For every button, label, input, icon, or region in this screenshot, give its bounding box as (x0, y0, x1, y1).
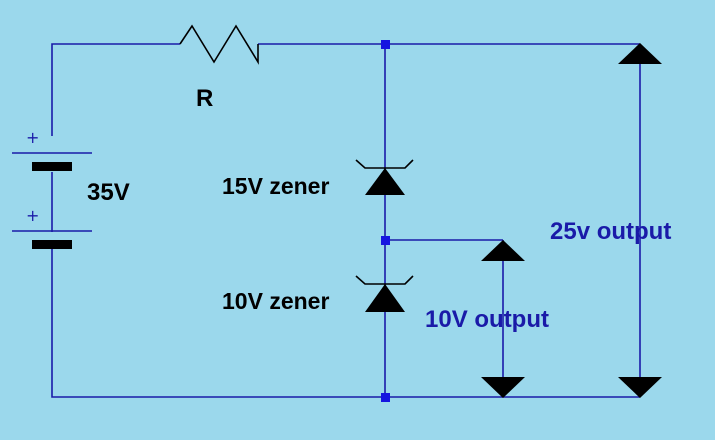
output-25-top-arrow (618, 43, 662, 64)
battery-cell-2-short-plate (32, 240, 72, 249)
resistor-symbol (179, 24, 259, 65)
zener-top-label: 15V zener (222, 173, 329, 199)
output-10-bottom-arrow (481, 377, 525, 398)
battery-plus-sign-1: + (26, 128, 39, 147)
zener-bottom-label: 10V zener (222, 288, 329, 314)
output-25-label: 25v output (550, 218, 671, 245)
junction-node-middle (381, 236, 390, 245)
junction-node-top (381, 40, 390, 49)
battery-symbol: + + (12, 128, 92, 249)
battery-cell-1-short-plate (32, 162, 72, 171)
output-10-terminals (481, 240, 525, 398)
circuit-wires (51, 43, 641, 398)
zener-bottom-body (365, 284, 405, 312)
battery-voltage-label: 35V (87, 179, 130, 206)
junction-nodes (381, 40, 390, 402)
battery-plus-sign-2: + (26, 206, 39, 225)
zener-top-body (365, 168, 405, 195)
junction-node-bottom (381, 393, 390, 402)
zener-diode-bottom (355, 275, 414, 312)
wire-left-bottom (51, 242, 640, 398)
resistor-label: R (196, 85, 213, 112)
output-25-bottom-arrow (618, 377, 662, 398)
output-25-terminals (618, 43, 662, 398)
output-10-label: 10V output (425, 306, 549, 333)
wire-left-top (51, 43, 180, 136)
output-10-top-arrow (481, 240, 525, 261)
zener-diode-top (355, 159, 414, 195)
